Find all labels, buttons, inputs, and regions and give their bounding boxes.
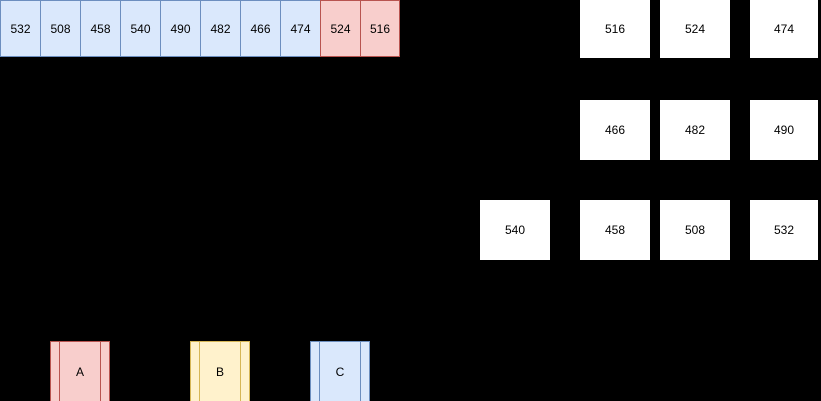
value-box-r3-c1[interactable]: 458	[580, 200, 650, 260]
value-box-label: 458	[604, 223, 626, 237]
legend-swatch-b[interactable]: B	[190, 341, 250, 401]
array-cell-2[interactable]: 458	[80, 0, 120, 57]
array-cell-value: 474	[290, 21, 311, 36]
array-cell-3[interactable]: 540	[120, 0, 160, 57]
array-cell-value: 490	[170, 21, 191, 36]
array-cell-9[interactable]: 516	[360, 0, 400, 57]
value-box-r1-c0[interactable]: 516	[580, 0, 650, 58]
array-cell-4[interactable]: 490	[160, 0, 200, 57]
legend-inner-rule-left	[199, 342, 200, 401]
value-box-label: 482	[684, 123, 706, 137]
array-cell-0[interactable]: 532	[0, 0, 40, 57]
array-cell-5[interactable]: 482	[200, 0, 240, 57]
value-box-label: 508	[684, 223, 706, 237]
value-box-label: 466	[604, 123, 626, 137]
legend-label: C	[335, 364, 345, 379]
legend-inner-rule-left	[319, 342, 320, 401]
value-box-label: 524	[684, 22, 706, 36]
value-box-r3-c3[interactable]: 532	[750, 200, 818, 260]
legend-swatch-c[interactable]: C	[310, 341, 370, 401]
value-box-r2-c0[interactable]: 466	[580, 100, 650, 160]
array-cell-8[interactable]: 524	[320, 0, 360, 57]
array-cell-value: 524	[330, 21, 351, 36]
value-box-r3-c0[interactable]: 540	[480, 200, 550, 260]
value-box-label: 532	[773, 223, 795, 237]
value-box-label: 474	[773, 22, 795, 36]
array-cell-value: 466	[250, 21, 271, 36]
array-cell-1[interactable]: 508	[40, 0, 80, 57]
legend-inner-rule-left	[59, 342, 60, 401]
value-box-label: 540	[504, 223, 526, 237]
value-box-r1-c1[interactable]: 524	[660, 0, 730, 58]
array-cell-value: 532	[10, 21, 31, 36]
legend-inner-rule-right	[240, 342, 241, 401]
value-box-label: 490	[773, 123, 795, 137]
legend-label: B	[215, 364, 224, 379]
array-cell-7[interactable]: 474	[280, 0, 320, 57]
value-box-r2-c2[interactable]: 490	[750, 100, 818, 160]
legend-label: A	[75, 364, 84, 379]
value-box-r3-c2[interactable]: 508	[660, 200, 730, 260]
legend-swatch-a[interactable]: A	[50, 341, 110, 401]
array-cell-value: 508	[50, 21, 71, 36]
array-cell-value: 482	[210, 21, 231, 36]
value-box-label: 516	[604, 22, 626, 36]
value-box-r2-c1[interactable]: 482	[660, 100, 730, 160]
array-cell-value: 540	[130, 21, 151, 36]
array-strip: 532 508 458 540 490 482 466 474 524 516	[0, 0, 400, 57]
array-cell-value: 516	[369, 21, 391, 36]
legend-inner-rule-right	[360, 342, 361, 401]
legend-inner-rule-right	[100, 342, 101, 401]
array-cell-6[interactable]: 466	[240, 0, 280, 57]
value-box-r1-c2[interactable]: 474	[750, 0, 818, 58]
array-cell-value: 458	[90, 21, 111, 36]
